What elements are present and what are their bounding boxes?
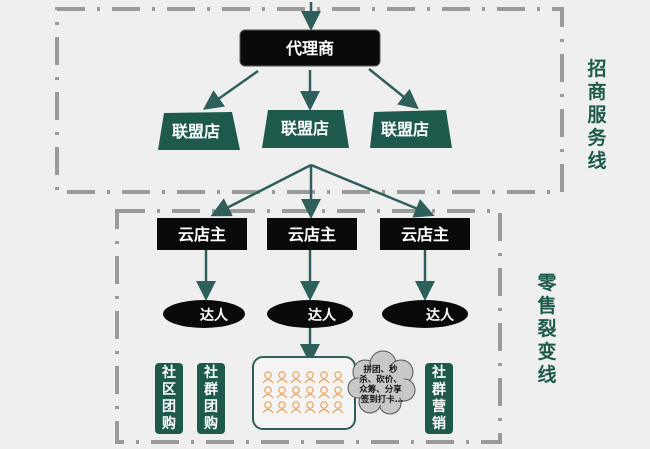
- franchise-label: 联盟店: [381, 120, 429, 139]
- influencer: 达人: [267, 300, 353, 328]
- agent-box: [239, 29, 381, 67]
- franchise-store: 联盟店: [158, 112, 240, 150]
- person-icon: [318, 401, 330, 414]
- person-icon: [262, 371, 274, 384]
- top-section-border: [55, 7, 564, 194]
- person-icon: [290, 386, 302, 399]
- person-icon: [262, 386, 274, 399]
- franchise-label: 联盟店: [172, 122, 220, 141]
- person-icon: [290, 371, 302, 384]
- cloud-store: 云店主: [267, 218, 357, 250]
- cloud-store: 云店主: [157, 218, 247, 250]
- franchise-store: 联盟店: [262, 110, 349, 148]
- person-icon: [332, 371, 344, 384]
- person-icon: [304, 401, 316, 414]
- cloud-store: 云店主: [380, 218, 470, 250]
- cloud-store-label: 云店主: [178, 225, 226, 244]
- influencer: 达人: [382, 300, 468, 328]
- person-icon: [304, 386, 316, 399]
- person-icon: [304, 371, 316, 384]
- people-icons: [262, 371, 344, 414]
- channel-social-group-buy: 社群团购: [197, 363, 225, 434]
- cloud-store-label: 云店主: [401, 225, 449, 244]
- person-icon: [290, 401, 302, 414]
- retail-fission-line-label: 零售裂变线: [537, 272, 557, 386]
- influencer-label: 达人: [308, 307, 337, 324]
- person-icon: [276, 371, 288, 384]
- influencer-label: 达人: [426, 307, 455, 324]
- channel-social-marketing: 社群营销: [425, 363, 453, 434]
- person-icon: [262, 401, 274, 414]
- person-icon: [318, 371, 330, 384]
- person-icon: [332, 386, 344, 399]
- person-icon: [276, 401, 288, 414]
- promotion-text: 拼团、秒 杀、砍价、 众筹、分享 签到打卡…: [359, 364, 404, 405]
- investment-service-line-label: 招商服务线: [587, 58, 607, 172]
- arrows: [196, 2, 435, 364]
- person-icon: [332, 401, 344, 414]
- person-icon: [318, 386, 330, 399]
- franchise-label: 联盟店: [281, 119, 329, 138]
- influencer-label: 达人: [200, 307, 229, 324]
- channel-community-group-buy: 社区团购: [155, 363, 183, 434]
- promotion-cloud: 拼团、秒 杀、砍价、 众筹、分享 签到打卡…: [347, 350, 416, 415]
- person-icon: [276, 386, 288, 399]
- agent-label: 代理商: [285, 39, 334, 58]
- influencer: 达人: [163, 300, 245, 328]
- cloud-store-label: 云店主: [288, 225, 336, 244]
- franchise-store: 联盟店: [370, 110, 452, 148]
